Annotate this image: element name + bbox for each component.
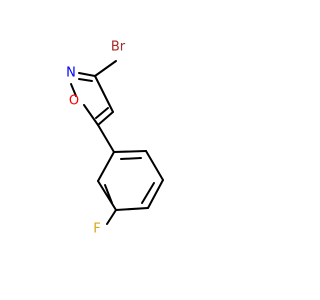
oxygen-label: O: [69, 94, 79, 109]
bond-c5-o: [83, 104, 99, 126]
bond-o-n: [70, 83, 77, 97]
bond-n-c3-double: [78, 78, 93, 82]
bond-aryl-f: [106, 209, 117, 225]
bromine-label: Br: [111, 40, 126, 55]
atom-labels: Br N O F: [66, 40, 126, 237]
bond-c3-c4: [94, 75, 114, 113]
molecule-canvas: Br N O F: [66, 39, 164, 237]
bond-aryl-1: [113, 150, 147, 153]
bond-aryl-4: [115, 207, 149, 211]
bond-aryl-2: [145, 150, 164, 181]
bond-aryl-inner-2: [141, 182, 155, 204]
bond-aryl-inner-1: [120, 157, 142, 160]
bond-c5-aryl: [97, 124, 115, 153]
bond-aryl-6: [97, 151, 115, 182]
bonds: [70, 60, 164, 225]
bond-c4-c5-double: [95, 107, 109, 119]
nitrogen-label: N: [66, 66, 76, 81]
bond-n-c3: [78, 72, 96, 77]
molecule-structure: Br N O F: [66, 40, 164, 237]
bond-aryl-3: [147, 179, 164, 209]
bond-aryl-inner-3: [104, 184, 113, 204]
bond-aryl-5: [97, 180, 117, 211]
bond-c4-c5: [97, 111, 114, 126]
fluorine-label: F: [93, 222, 100, 237]
bond-c3-br: [94, 60, 117, 77]
